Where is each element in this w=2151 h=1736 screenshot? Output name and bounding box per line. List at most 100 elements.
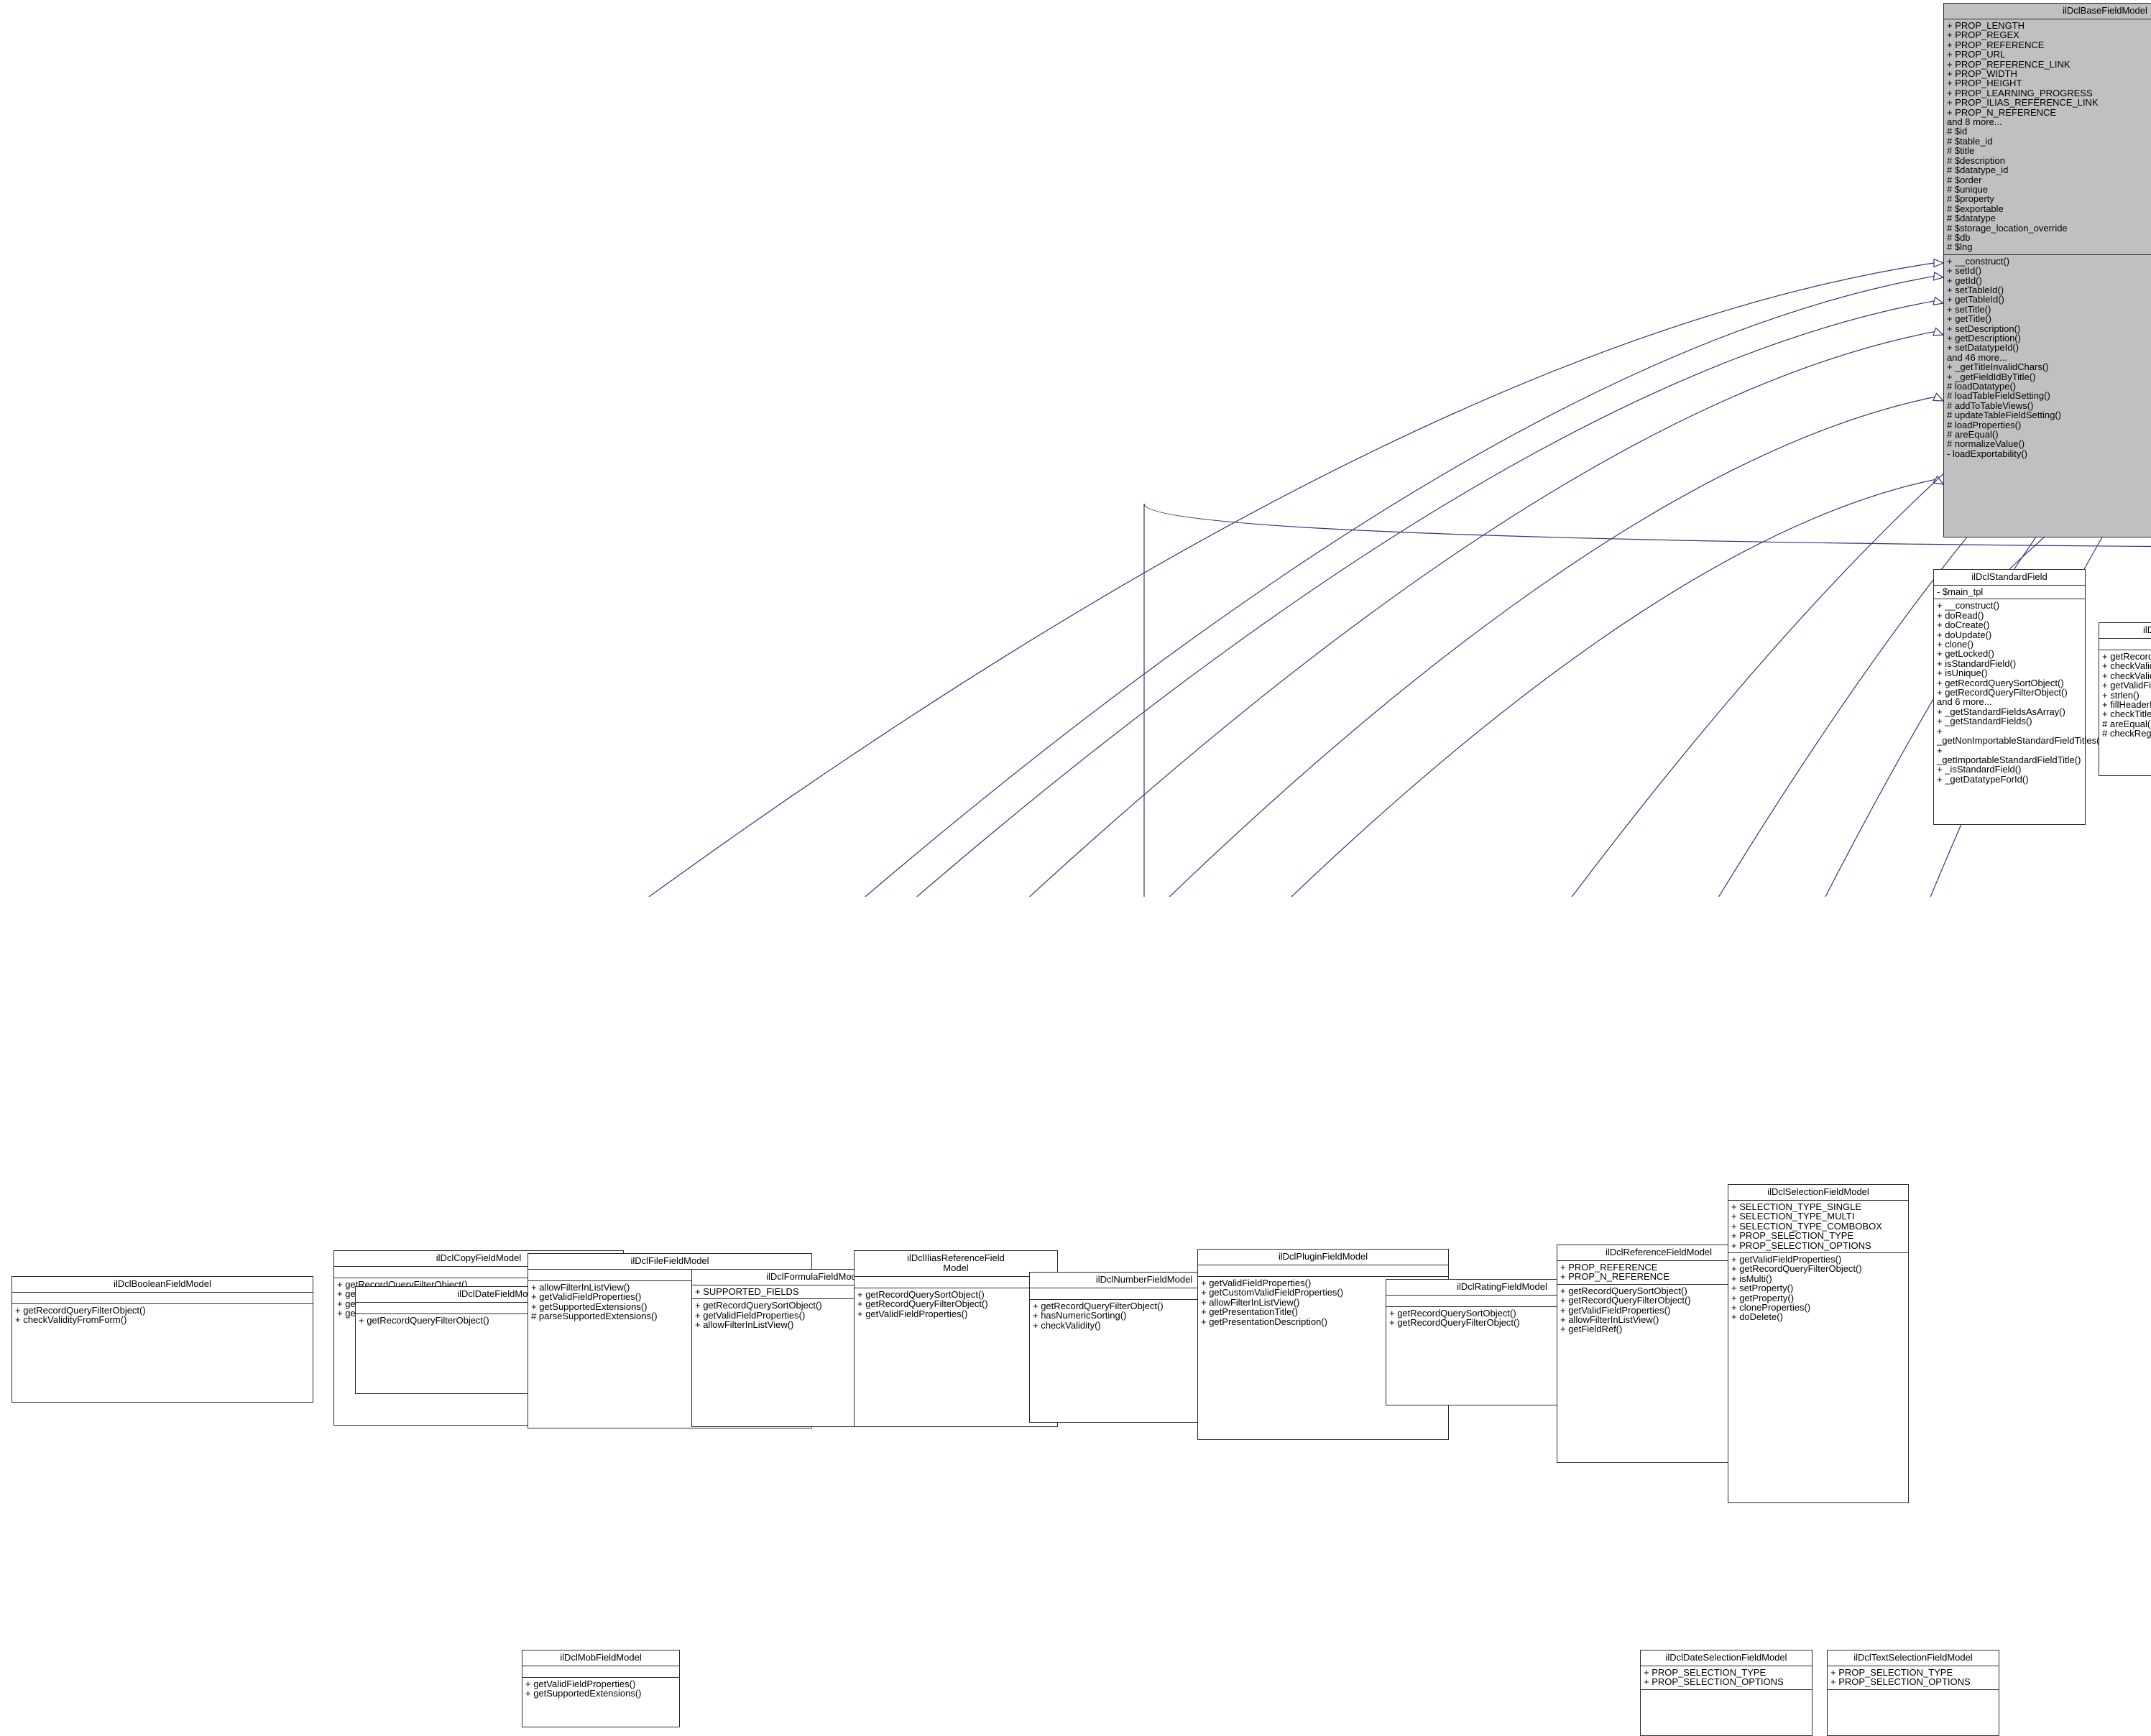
uml-method: + _getDatatypeForId() [1937, 773, 2029, 785]
uml-class-title: ilDclTextSelectionFieldModel [1828, 1650, 1999, 1666]
uml-method: + getValidFieldProperties() [525, 1679, 636, 1689]
uml-method: + __construct() [1947, 255, 2010, 267]
uml-method: + clone() [1937, 639, 1973, 650]
uml-attribute: + PROP_LENGTH [1947, 20, 2025, 31]
uml-attribute: and 8 more... [1947, 116, 2002, 128]
uml-attribute-compartment [855, 1277, 1057, 1288]
uml-method-compartment: + getValidFieldProperties()+ getRecordQu… [1728, 1253, 1908, 1324]
uml-class-text-selection[interactable]: ilDclTextSelectionFieldModel+ PROP_SELEC… [1827, 1650, 1999, 1736]
uml-class-title: ilDclPluginFieldModel [1198, 1250, 1448, 1265]
uml-class-title: ilDclIliasReferenceField Model [855, 1251, 1057, 1277]
uml-attribute-compartment [12, 1293, 313, 1304]
uml-attribute: # $datatype [1947, 213, 1996, 224]
uml-attribute: + PROP_SELECTION_OPTIONS [1830, 1676, 1971, 1688]
uml-method: + getTitle() [1947, 313, 1992, 325]
uml-method: + setId() [1947, 265, 1982, 277]
uml-method: + checkValidityFromForm() [15, 1314, 127, 1326]
uml-method: + getRecordQueryFilterObject() [15, 1305, 146, 1316]
uml-method: + cloneProperties() [1731, 1302, 1811, 1313]
uml-class-boolean[interactable]: ilDclBooleanFieldModel + getRecordQueryFi… [11, 1276, 313, 1403]
generalization-arrowhead [1933, 327, 1945, 336]
uml-method: + isMulti() [1731, 1273, 1772, 1284]
uml-method: + getSupportedExtensions() [525, 1688, 642, 1699]
uml-attribute: # $lng [1947, 241, 1973, 253]
uml-attribute: + PROP_URL [1947, 49, 2006, 60]
uml-method: + getProperty() [1731, 1292, 1795, 1303]
uml-attribute: + PROP_REGEX [1947, 29, 2019, 41]
uml-method: + fillHeaderExcel() [2102, 699, 2151, 711]
uml-attribute: + PROP_N_REFERENCE [1947, 106, 2057, 118]
uml-class-title: ilDclMobFieldModel [522, 1650, 679, 1666]
uml-class-title: ilDclFileFieldModel [528, 1254, 811, 1270]
uml-method-compartment: + __construct()+ setId()+ getId()+ setTa… [1944, 255, 2151, 461]
uml-method: + getRecordQueryFilterObject() [2102, 651, 2151, 662]
generalization-arrowhead [1933, 475, 1945, 485]
uml-attribute-compartment [1198, 1265, 1448, 1277]
uml-method: + _getFieldIdByTitle() [1947, 371, 2036, 382]
uml-class-date-selection[interactable]: ilDclDateSelectionFieldModel+ PROP_SELEC… [1640, 1650, 1813, 1736]
uml-method: + getRecordQuerySortObject() [857, 1289, 985, 1300]
uml-attribute: + PROP_REFERENCE [1947, 39, 2045, 50]
uml-method: + isStandardField() [1937, 657, 2017, 669]
uml-method: + __construct() [1937, 600, 2000, 611]
uml-class-title: ilDclBooleanFieldModel [12, 1277, 313, 1293]
uml-method: + checkValidityFromForm() [2102, 660, 2151, 672]
uml-method: + doUpdate() [1937, 629, 1992, 640]
uml-method: and 46 more... [1947, 351, 2007, 363]
uml-attribute: # $unique [1947, 183, 1989, 195]
uml-method: and 6 more... [1937, 696, 1992, 708]
uml-method: # areEqual() [1947, 429, 1999, 440]
uml-class-title: ilDclStandardField [1934, 570, 2085, 586]
uml-attribute-compartment [522, 1666, 679, 1678]
generalization-arrowhead [1933, 296, 1945, 306]
uml-attribute: + PROP_SELECTION_TYPE [1644, 1667, 1767, 1678]
uml-method: + getId() [1947, 274, 1982, 286]
uml-attribute: + PROP_LEARNING_PROGRESS [1947, 87, 2093, 98]
uml-attribute: + SELECTION_TYPE_COMBOBOX [1731, 1220, 1882, 1232]
uml-attribute: # $exportable [1947, 203, 2004, 214]
uml-method: + getDescription() [1947, 333, 2021, 343]
uml-class-text[interactable]: ilDclTextFieldModel + getRecordQueryFilte… [2099, 622, 2151, 776]
uml-attribute: # $table_id [1947, 135, 1993, 147]
uml-method: + getValidFieldProperties() [1731, 1254, 1842, 1265]
uml-method: + setTitle() [1947, 303, 1991, 315]
uml-method-compartment: + getRecordQueryFilterObject()+ checkVal… [12, 1304, 313, 1327]
uml-method-compartment: + getRecordQuerySortObject()+ getRecordQ… [855, 1288, 1057, 1321]
uml-class-title: ilDclSelectionFieldModel [1728, 1185, 1908, 1201]
uml-class-base[interactable]: ilDclBaseFieldModel+ PROP_LENGTH+ PROP_R… [1943, 3, 2151, 537]
uml-attribute: # $db [1947, 231, 1971, 243]
uml-attribute: + PROP_SELECTION_TYPE [1731, 1230, 1854, 1242]
uml-method-compartment [1641, 1690, 1812, 1701]
uml-attribute-compartment: + SELECTION_TYPE_SINGLE+ SELECTION_TYPE_… [1728, 1201, 1908, 1254]
uml-method: + getValidFieldProperties() [857, 1308, 968, 1319]
uml-method: + setProperty() [1731, 1283, 1794, 1294]
uml-method: + getRecordQuerySortObject() [1937, 677, 2064, 688]
uml-method-compartment: + __construct()+ doRead()+ doCreate()+ d… [1934, 599, 2103, 786]
uml-class-mob[interactable]: ilDclMobFieldModel + getValidFieldPropert… [522, 1650, 680, 1727]
uml-method-compartment: + getValidFieldProperties()+ getSupporte… [522, 1678, 679, 1701]
uml-method: + checkTitlesForImport() [2102, 708, 2151, 720]
uml-class-standard[interactable]: ilDclStandardField- $main_tpl + __constru… [1933, 569, 2103, 825]
uml-method: + getRecordQueryFilterObject() [857, 1298, 988, 1310]
uml-method: # areEqual() [2102, 718, 2151, 729]
uml-method: + getTableId() [1947, 294, 2004, 305]
uml-attribute: # $description [1947, 154, 2005, 166]
uml-method-compartment [1828, 1690, 1999, 1701]
uml-attribute: - $main_tpl [1937, 586, 1984, 597]
uml-attribute: + PROP_ILIAS_REFERENCE_LINK [1947, 97, 2099, 108]
uml-method: # loadTableFieldSetting() [1947, 390, 2050, 402]
uml-method: + doDelete() [1731, 1311, 1783, 1323]
uml-method: # loadProperties() [1947, 419, 2022, 430]
uml-method: # loadDatatype() [1947, 381, 2017, 392]
uml-class-title: ilDclBaseFieldModel [1944, 4, 2151, 19]
uml-class-ilias-ref[interactable]: ilDclIliasReferenceField Model + getRecor… [854, 1250, 1058, 1427]
uml-method: + doCreate() [1937, 619, 1990, 631]
uml-method: + doRead() [1937, 609, 1984, 621]
uml-class-selection[interactable]: ilDclSelectionFieldModel+ SELECTION_TYPE… [1728, 1184, 1909, 1503]
uml-method: # checkRegexAndLength() [2102, 728, 2151, 739]
uml-method: # normalizeValue() [1947, 438, 2025, 450]
uml-attribute: + PROP_SELECTION_TYPE [1830, 1667, 1953, 1678]
uml-attribute: # $datatype_id [1947, 165, 2009, 176]
uml-attribute: # $storage_location_override [1947, 222, 2068, 234]
uml-class-title: ilDclTextFieldModel [2099, 623, 2151, 639]
